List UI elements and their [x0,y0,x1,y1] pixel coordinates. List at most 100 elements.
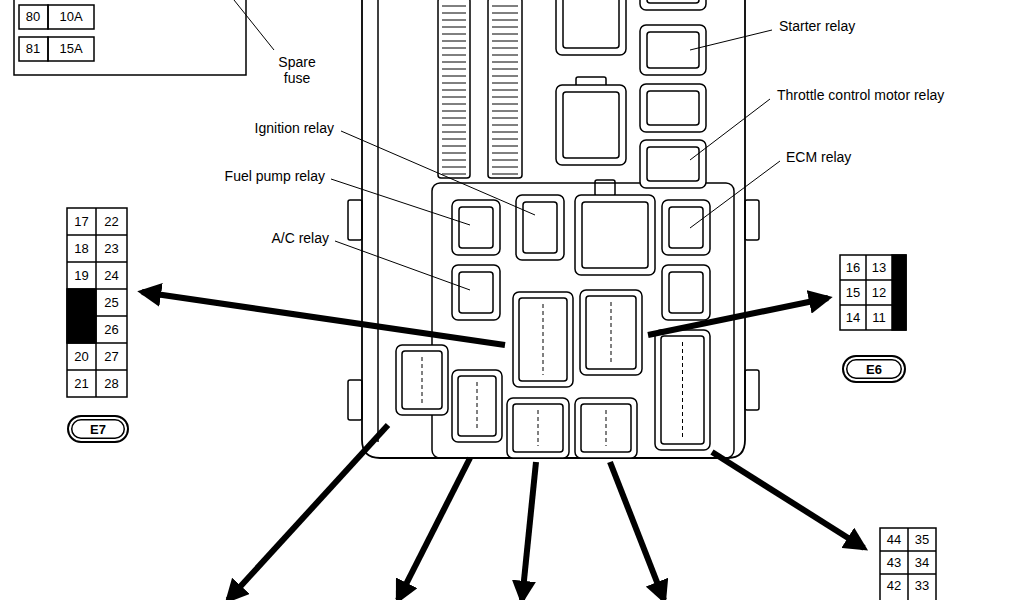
fuse-slot [492,167,518,168]
pin-number: 25 [103,296,119,310]
leader-line [690,30,772,50]
pin-number: 18 [73,242,89,256]
pin-table-line [67,261,127,263]
fuse-number: 81 [25,42,41,56]
fuse-slot [442,13,466,14]
pin-number: 28 [103,377,119,391]
connector-body [507,398,569,458]
pin-table-line [67,369,127,371]
fuse-slot [442,125,466,126]
fuse-slot [492,160,518,161]
relay-body [452,265,500,320]
connector-face [581,404,631,452]
fuse-slot [492,76,518,77]
pin-number: 15 [845,286,861,300]
connector-face [513,404,563,452]
pointer-arrow [228,425,388,600]
leader-line [234,0,274,50]
pin-number: 23 [103,242,119,256]
pin-number: 44 [886,533,902,547]
fuse-slot [492,97,518,98]
pin-number: 42 [886,579,902,593]
connector-pins [538,410,539,446]
pointer-arrow [648,298,828,335]
fuse-slot [492,174,518,175]
connector-body [452,370,502,442]
fuse-slot [492,132,518,133]
connector-pins [543,304,544,375]
fuse-slot [442,83,466,84]
fuse-slot [492,62,518,63]
relay-body [640,84,706,132]
fuse-slot [492,69,518,70]
pin-table-line [67,288,127,290]
relay-cover [523,202,557,253]
fuse-slot [492,41,518,42]
connector-pins [611,302,612,363]
fuse-rating: 15A [58,42,83,56]
relay-body [640,25,706,75]
fuse-slot [442,111,466,112]
leader-line [690,99,770,160]
pin-table-line [840,280,892,305]
fuse-column [488,0,522,178]
pin-number: 16 [845,261,861,275]
relay-cover [647,0,699,3]
pin-number: 43 [886,556,902,570]
blank-cavity [892,255,906,330]
leader-line [331,179,470,225]
pin-number: 21 [73,377,89,391]
fuse-slot [442,97,466,98]
relay-body [640,0,706,10]
part-label: A/C relay [270,230,330,246]
pin-table-line [880,528,936,600]
relay-cover [459,207,493,248]
relay-cover [669,272,703,313]
fuse-slot [492,13,518,14]
housing-clip [348,200,362,240]
fuse-slot [492,48,518,49]
connector-pins [606,410,607,446]
connector-face [586,296,636,369]
fuse-slot [492,34,518,35]
relay-body [556,0,626,55]
part-label: Fuel pump relay [224,168,326,184]
pin-number: 22 [103,215,119,229]
relay-cover [647,91,699,125]
fuse-slot [442,104,466,105]
pin-number: 11 [871,311,887,325]
connector-face [519,298,567,381]
connector-code: E7 [90,422,106,437]
relay-body [662,265,710,320]
blank-cavity [67,289,96,343]
connector-pins [422,357,423,403]
pin-table-frame [67,208,127,397]
lower-frame [432,183,734,458]
connector-body [655,330,710,450]
connector-tag: E7 [67,415,129,443]
table-cell [19,5,48,29]
housing-rim [377,0,379,442]
relay-body [662,200,710,255]
fuse-slot [442,153,466,154]
fuse-slot [442,6,466,7]
pin-table-line [96,315,127,317]
connector-body [513,292,573,387]
fuse-slot [492,6,518,7]
fuse-slot [442,139,466,140]
fuse-slot [492,104,518,105]
fuse-slot [442,62,466,63]
table-cell [48,5,94,29]
fuse-slot [442,48,466,49]
relay-cover [669,207,703,248]
pin-number: 34 [914,556,930,570]
fuse-slot [492,153,518,154]
fuse-slot [492,83,518,84]
pointer-arrow [522,462,536,600]
fuse-slot [492,20,518,21]
fuse-slot [442,27,466,28]
pin-number: 19 [73,269,89,283]
fuse-rating: 10A [58,10,83,24]
pointer-arrow [712,452,864,548]
